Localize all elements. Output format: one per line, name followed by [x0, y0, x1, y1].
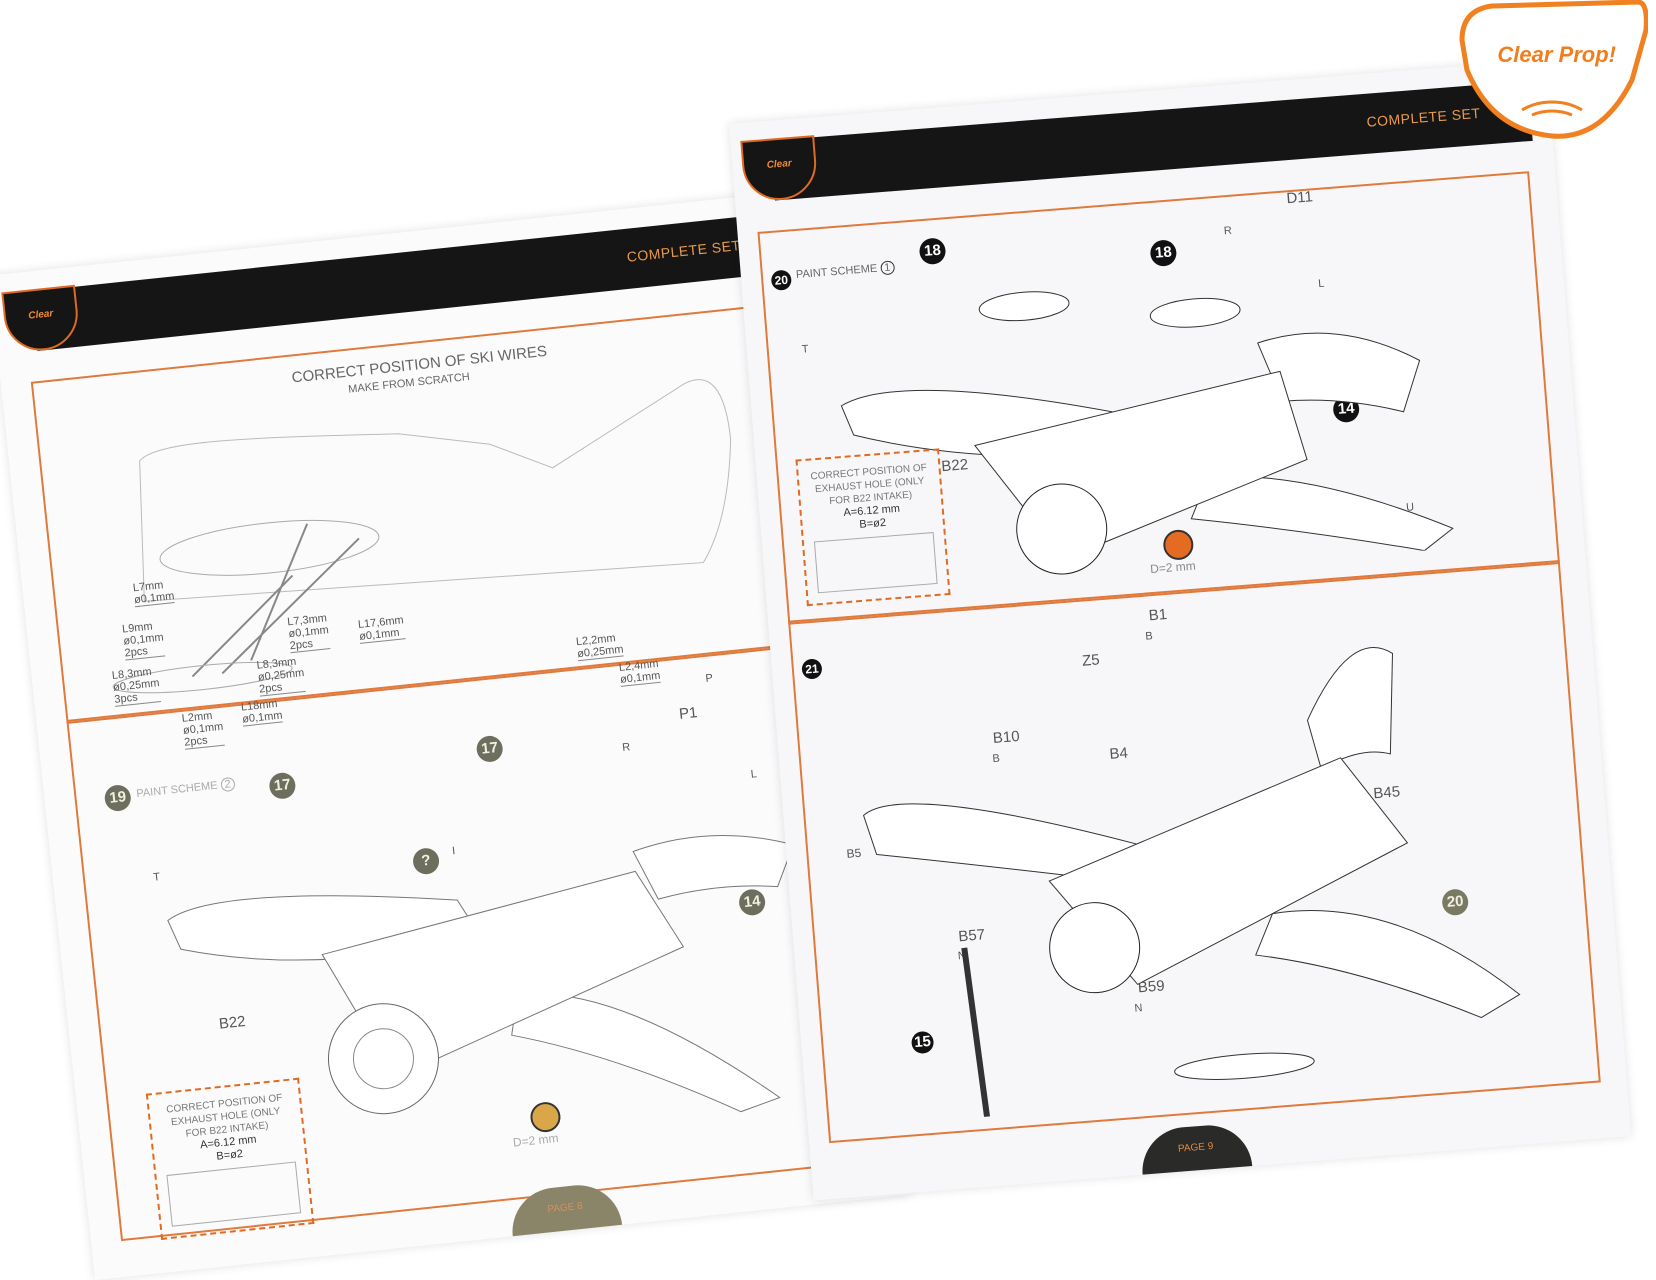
- dim-label: L2mm ø0,1mm 2pcs: [181, 708, 226, 750]
- dim-label: L18mm ø0,1mm: [240, 697, 284, 727]
- dim-label: L8,3mm ø0,25mm 2pcs: [256, 655, 307, 697]
- part-label: D11: [1285, 188, 1314, 208]
- dim-label: L17,6mm ø0,1mm: [357, 614, 406, 644]
- clear-prop-logo: [1459, 0, 1648, 139]
- aircraft-drawing: [862, 647, 1521, 1127]
- part-label: B1: [1148, 605, 1168, 625]
- page-number: PAGE 9: [1139, 1122, 1253, 1175]
- ski-wires-drawing: [112, 379, 732, 694]
- part-label: T: [801, 343, 810, 356]
- aircraft-drawing: [167, 834, 795, 1115]
- aircraft-drawing: [840, 291, 1454, 575]
- part-label: P1: [678, 704, 699, 723]
- dim-label: L8,3mm ø0,25mm 3pcs: [111, 665, 162, 707]
- logo-text: Clear Prop!: [1497, 42, 1616, 67]
- part-label: P: [704, 672, 714, 685]
- header-title: COMPLETE SET: [626, 237, 742, 265]
- left-page: COMPLETE SET Clear CORRECT POSITION OF S…: [0, 189, 911, 1280]
- dim-label: L9mm ø0,1mm 2pcs: [121, 619, 166, 661]
- part-label: B: [1144, 630, 1154, 643]
- dim-label: L7,3mm ø0,1mm 2pcs: [286, 612, 331, 654]
- exhaust-note: CORRECT POSITION OF EXHAUST HOLE (ONLY F…: [145, 1077, 315, 1240]
- exhaust-note: CORRECT POSITION OF EXHAUST HOLE (ONLY F…: [795, 448, 951, 607]
- dim-label: L7mm ø0,1mm: [132, 578, 176, 608]
- right-page: COMPLETE SET Clear 20 PAINT SCHEME 1 18 …: [728, 59, 1632, 1201]
- dim-label: L2,4mm ø0,1mm: [618, 657, 662, 687]
- dim-label: L2,2mm ø0,25mm: [575, 631, 625, 662]
